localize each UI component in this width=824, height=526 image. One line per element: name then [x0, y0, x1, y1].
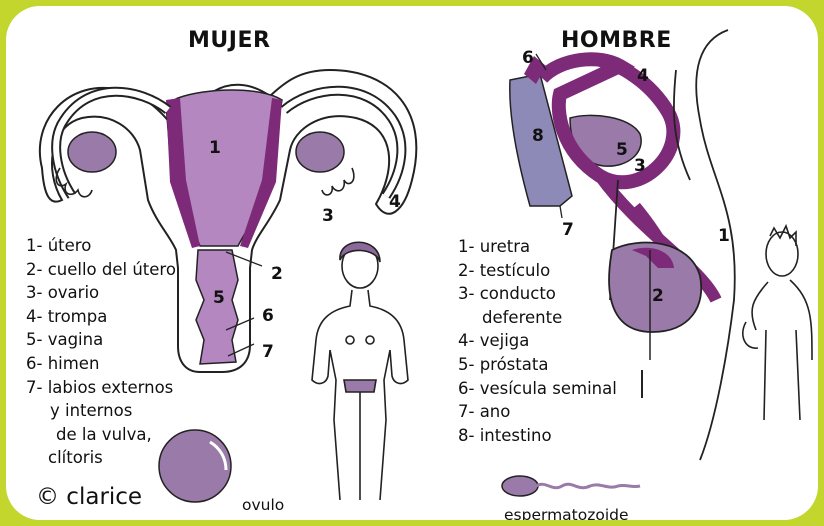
white-panel: MUJER HOMBRE 1 2 3 4 5 6 7 1- útero 2- c…: [6, 6, 818, 520]
male-legend-item: 1- uretra: [458, 235, 617, 259]
male-legend-item: 2- testículo: [458, 259, 617, 283]
sperm-cell: [502, 476, 538, 496]
female-marker-3: 3: [322, 206, 334, 226]
man-figure: [743, 226, 812, 420]
female-legend-continuation: de la vulva,: [26, 423, 176, 447]
male-marker-2: 2: [652, 286, 664, 306]
male-legend-item: 5- próstata: [458, 353, 617, 377]
male-title: HOMBRE: [561, 28, 672, 53]
female-marker-6: 6: [262, 306, 274, 326]
female-legend-continuation: clítoris: [26, 446, 176, 470]
male-legend-item: 4- vejiga: [458, 329, 617, 353]
male-legend-item: 8- intestino: [458, 424, 617, 448]
male-legend-continuation: deferente: [458, 306, 617, 330]
ovary-right: [296, 132, 344, 172]
female-legend: 1- útero 2- cuello del útero 3- ovario 4…: [26, 234, 176, 470]
female-legend-continuation: y internos: [26, 399, 176, 423]
female-marker-2: 2: [271, 264, 283, 284]
female-title: MUJER: [188, 28, 270, 53]
female-legend-item: 2- cuello del útero: [26, 258, 176, 282]
woman-figure: [312, 242, 408, 500]
ovum-caption: ovulo: [242, 496, 284, 514]
male-marker-3: 3: [634, 156, 646, 176]
female-legend-item: 7- labios externos: [26, 376, 176, 400]
male-legend-item: 3- conducto: [458, 282, 617, 306]
male-legend-item: 6- vesícula seminal: [458, 377, 617, 401]
sperm-caption: espermatozoide: [504, 506, 629, 520]
male-marker-1: 1: [718, 226, 730, 246]
female-marker-1: 1: [209, 138, 221, 158]
female-legend-item: 3- ovario: [26, 281, 176, 305]
female-legend-item: 4- trompa: [26, 305, 176, 329]
female-marker-5: 5: [213, 288, 225, 308]
female-marker-4: 4: [389, 192, 401, 212]
male-marker-6: 6: [522, 48, 534, 68]
female-legend-item: 5- vagina: [26, 328, 176, 352]
female-marker-7: 7: [262, 342, 274, 362]
male-marker-8: 8: [532, 126, 544, 146]
male-marker-5: 5: [616, 140, 628, 160]
male-legend-item: 7- ano: [458, 400, 617, 424]
male-legend: 1- uretra 2- testículo 3- conducto defer…: [458, 235, 617, 447]
ovary-left: [68, 132, 116, 172]
female-legend-item: 1- útero: [26, 234, 176, 258]
male-marker-4: 4: [637, 66, 649, 86]
copyright-credit: © clarice: [36, 484, 142, 510]
female-legend-item: 6- himen: [26, 352, 176, 376]
